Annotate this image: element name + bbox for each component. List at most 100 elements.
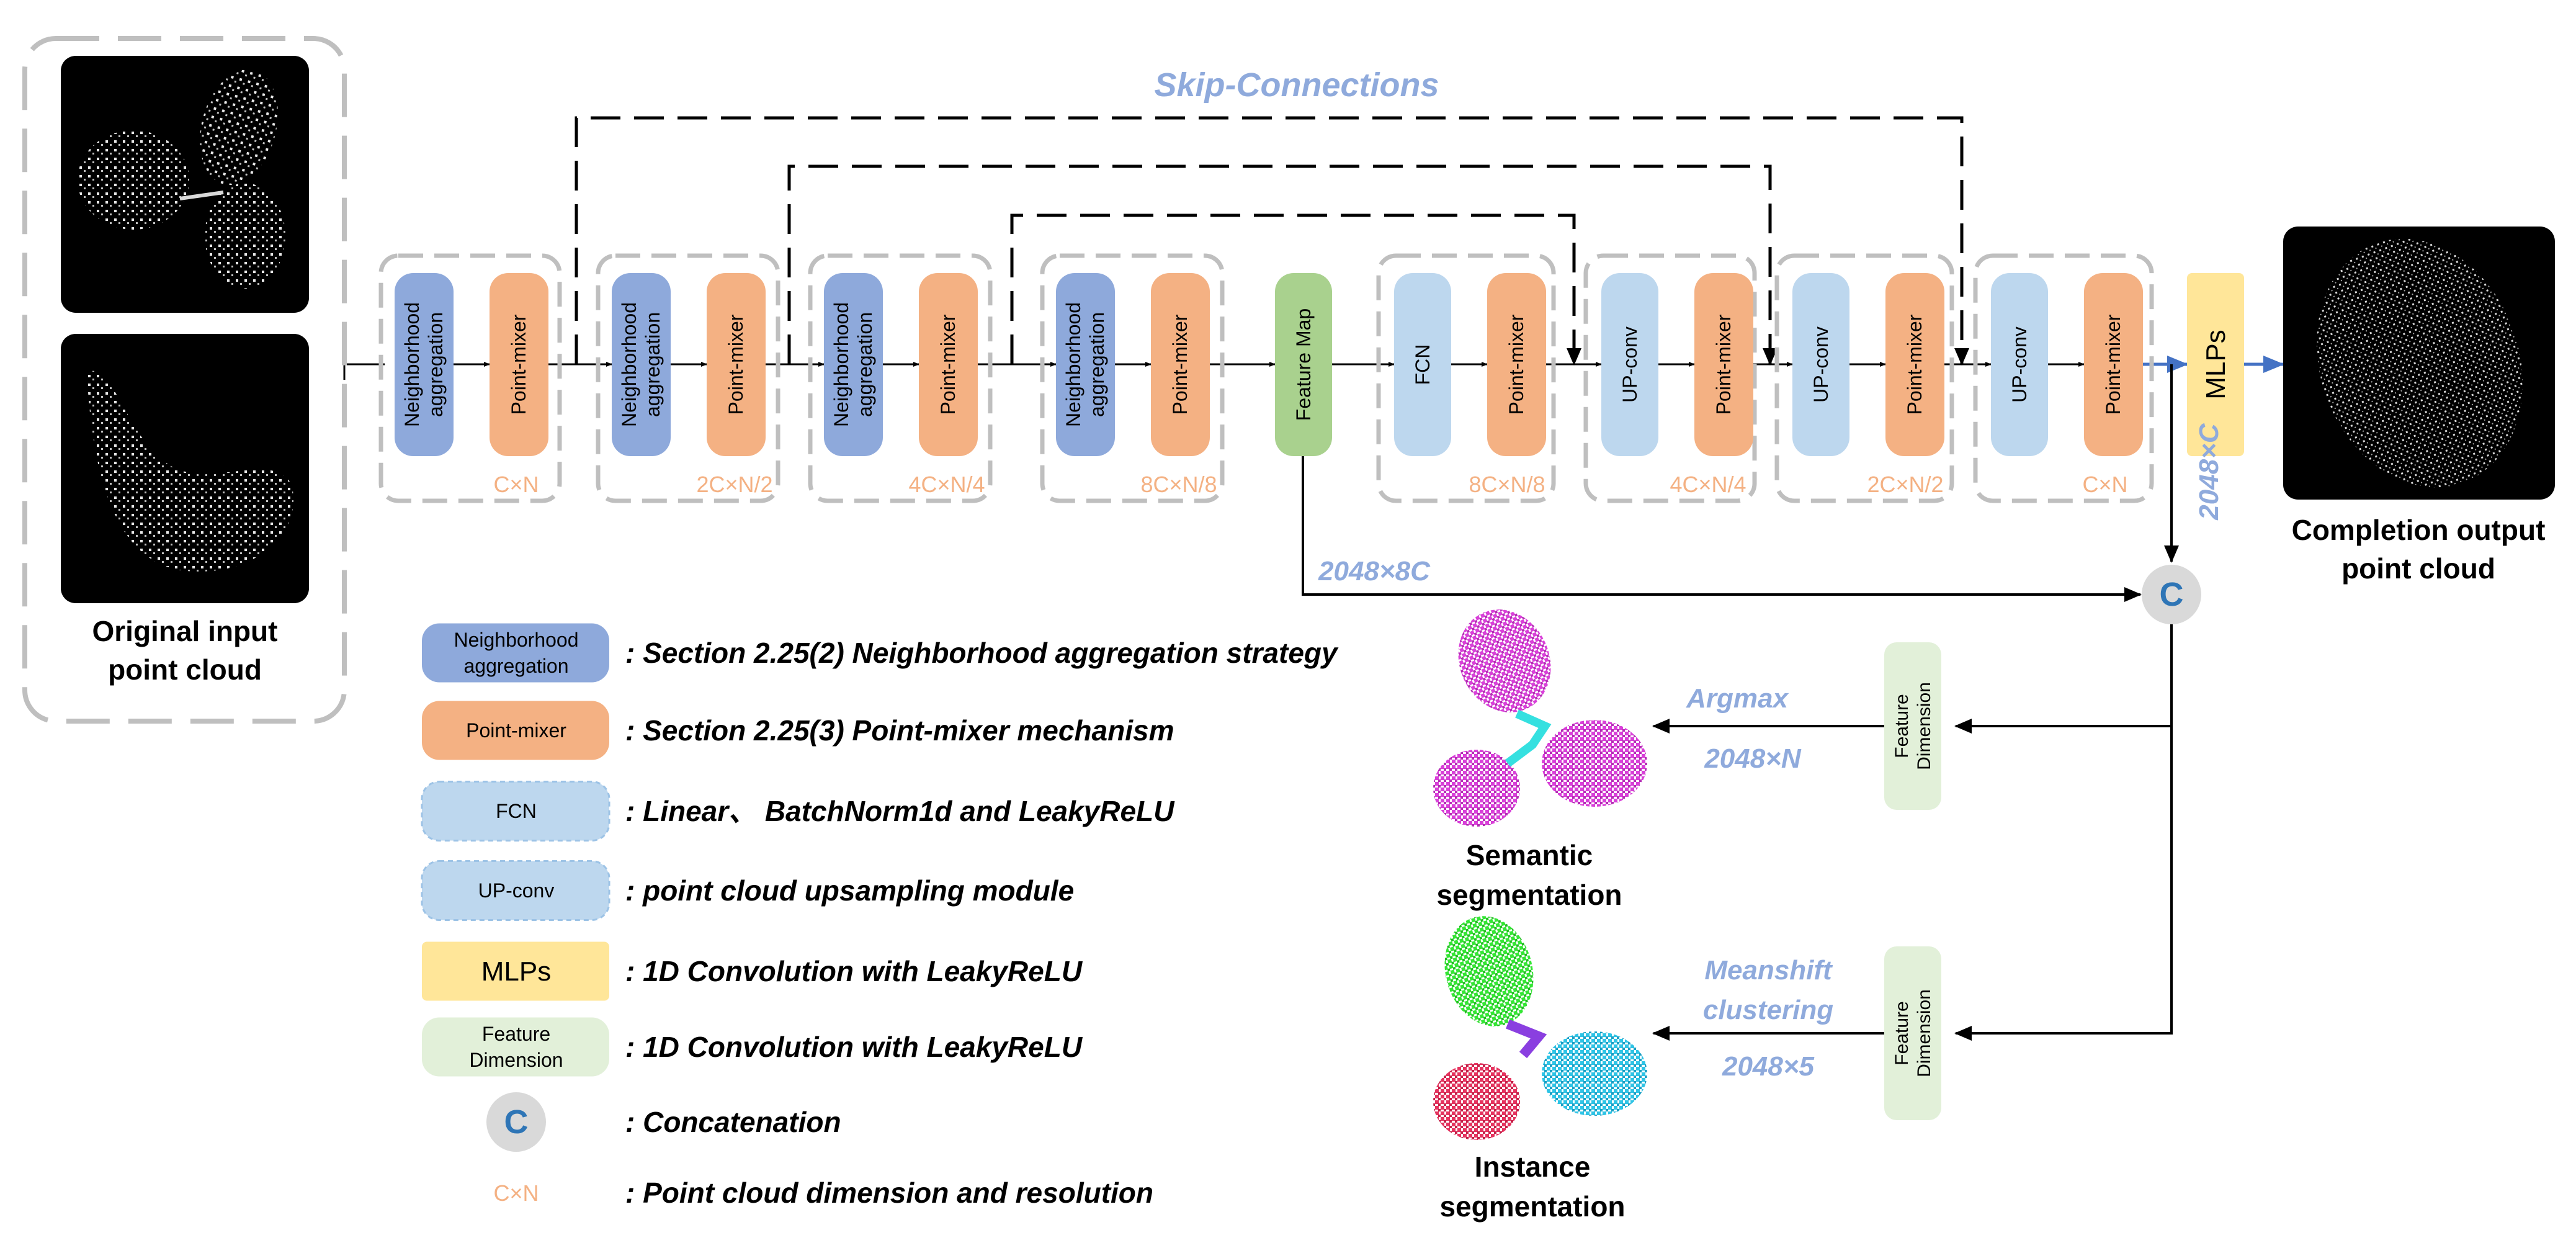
decoder-mixer-block-3	[1885, 273, 1944, 456]
encoder-agg-label-4: Neighborhoodaggregation	[1062, 302, 1108, 427]
leaf-left	[78, 130, 189, 230]
legend-mixer-label: Point-mixer	[466, 719, 566, 742]
encoder-mixer-label-4: Point-mixer	[1169, 314, 1191, 415]
legend-desc-mlps: : 1D Convolution with LeakyReLU	[625, 955, 1083, 987]
decoder-first-block-3	[1792, 273, 1849, 456]
legend-concat-symbol: C	[504, 1103, 529, 1141]
skip-connection-2	[787, 164, 1778, 366]
mlps-label: MLPs	[2201, 330, 2231, 399]
legend-mixer-swatch	[422, 701, 609, 760]
encoder-mixer-label-1: Point-mixer	[508, 314, 530, 415]
legend-dim-swatch: C×N	[493, 1180, 539, 1206]
semantic-feature-dim-block	[1884, 642, 1941, 810]
encoder-mixer-block-3	[919, 273, 978, 456]
legend-desc-featdim: : 1D Convolution with LeakyReLU	[625, 1031, 1083, 1063]
dim-label-feature-map: 2048×8C	[1318, 556, 1431, 586]
decoder-first-label-3: UP-conv	[1810, 326, 1832, 403]
feature-map-label: Feature Map	[1292, 308, 1315, 421]
encoder-mixer-block-1	[490, 273, 548, 456]
legend-upconv-swatch	[421, 860, 610, 921]
concat-symbol: C	[2160, 576, 2184, 613]
feature-map-to-concat	[1302, 456, 2142, 602]
skip-connection-1	[575, 116, 1969, 366]
decoder-group-2	[1583, 253, 1757, 503]
instance-leaf-top	[1444, 916, 1534, 1026]
encoder-dim-4: 8C×N/8	[1140, 472, 1217, 497]
instance-stem	[1506, 1019, 1547, 1059]
blocks-layer	[22, 36, 2555, 1152]
instance-leaf-right	[1542, 1031, 1647, 1116]
dim-label-semantic: 2048×N	[1704, 743, 1802, 774]
legend-fcn-label: FCN	[496, 800, 537, 822]
encoder-agg-label-3: Neighborhoodaggregation	[830, 302, 876, 427]
encoder-dim-3: 4C×N/4	[908, 472, 985, 497]
encoder-agg-label-2: Neighborhoodaggregation	[618, 302, 664, 427]
encoder-agg-block-2	[612, 273, 671, 456]
instance-leaf-left	[1433, 1063, 1520, 1140]
legend-desc-mixer: : Section 2.25(3) Point-mixer mechanism	[625, 714, 1174, 747]
decoder-first-block-2	[1601, 273, 1658, 456]
encoder-group-4	[1040, 253, 1225, 503]
encoder-agg-label-1: Neighborhoodaggregation	[401, 302, 447, 427]
decoder-group-1	[1376, 253, 1556, 503]
encoder-group-2	[596, 253, 780, 503]
decoder-mixer-label-4: Point-mixer	[2102, 314, 2124, 415]
legend-agg-swatch	[422, 623, 609, 683]
encoder-dim-1: C×N	[493, 472, 539, 497]
semantic-leaf-top	[1458, 609, 1551, 712]
encoder-mixer-label-2: Point-mixer	[725, 314, 747, 415]
legend-desc-concat: : Concatenation	[625, 1106, 841, 1138]
legend-upconv-label: UP-conv	[478, 879, 555, 902]
skip-connections-label: Skip-Connections	[1154, 66, 1439, 104]
encoder-agg-block-4	[1056, 273, 1115, 456]
concat-circle	[2142, 565, 2201, 624]
decoder-dim-1: 8C×N/8	[1469, 472, 1545, 497]
decoder-mixer-label-1: Point-mixer	[1505, 314, 1527, 415]
encoder-mixer-block-2	[707, 273, 766, 456]
leaf-bottom	[205, 183, 285, 289]
leaf-stem	[179, 191, 224, 200]
input-panel-border	[22, 36, 347, 724]
skip-connection-3	[1010, 213, 1581, 366]
semantic-op-label: Argmax	[1686, 683, 1789, 714]
legend-desc-dim: : Point cloud dimension and resolution	[625, 1177, 1153, 1209]
decoder-dim-2: 4C×N/4	[1670, 472, 1746, 497]
decoder-mixer-block-4	[2084, 273, 2143, 456]
concat-to-instance-head	[1954, 624, 2173, 1041]
decoder-mixer-label-2: Point-mixer	[1712, 314, 1735, 415]
legend-concat-swatch	[486, 1092, 546, 1152]
encoder-group-3	[808, 253, 993, 503]
encoder-agg-block-1	[395, 273, 454, 456]
encoder-group-1	[378, 253, 562, 503]
decoder-group-4	[1973, 253, 2154, 503]
legend-desc-upconv: : point cloud upsampling module	[625, 874, 1074, 907]
connections-layer	[343, 116, 2284, 1041]
legend-desc-fcn: : Linear、 BatchNorm1d and LeakyReLU	[625, 795, 1175, 827]
decoder-first-block-1	[1394, 273, 1451, 456]
semantic-leaf-left	[1433, 750, 1520, 827]
decoder-group-3	[1774, 253, 1954, 503]
semantic-stem	[1505, 709, 1552, 767]
decoder-mixer-block-2	[1694, 273, 1753, 456]
instance-feature-dim-block	[1884, 946, 1941, 1120]
decoder-dim-3: 2C×N/2	[1867, 472, 1943, 497]
semantic-leaf-right	[1542, 720, 1647, 807]
encoder-mixer-label-3: Point-mixer	[937, 314, 959, 415]
dim-label-instance: 2048×5	[1722, 1051, 1815, 1082]
encoder-agg-block-3	[824, 273, 883, 456]
decoder-first-block-4	[1991, 273, 2048, 456]
legend-desc-agg: : Section 2.25(2) Neighborhood aggregati…	[625, 637, 1339, 669]
feature-map-block	[1275, 273, 1332, 456]
decoder-mixer-block-1	[1487, 273, 1546, 456]
output-leaf-shape	[2317, 238, 2523, 488]
